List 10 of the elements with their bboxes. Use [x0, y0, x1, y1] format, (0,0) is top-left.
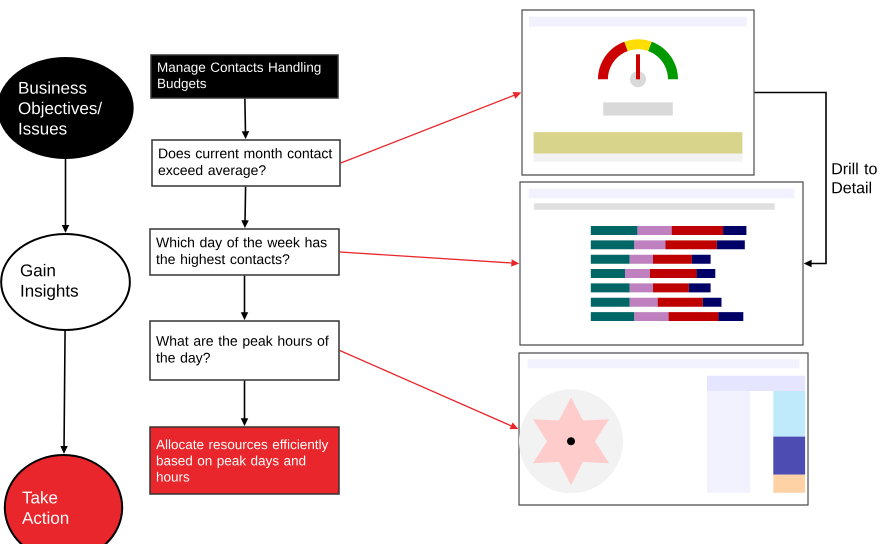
question-box: Which day of the week has the highest contacts? [149, 228, 340, 276]
question-box: What are the peak hours of the day? [149, 320, 340, 381]
picture [519, 181, 804, 346]
edge-label: Drill to Detail [829, 160, 888, 196]
arrow [754, 92, 827, 268]
picture [521, 9, 755, 176]
question-box: Does current month contact exceed average? [151, 139, 341, 187]
picture [518, 352, 809, 506]
question-box: Allocate resources efficiently based on peak days and hours [149, 426, 340, 495]
question-box: Manage Contacts Handling Budgets [150, 54, 339, 99]
